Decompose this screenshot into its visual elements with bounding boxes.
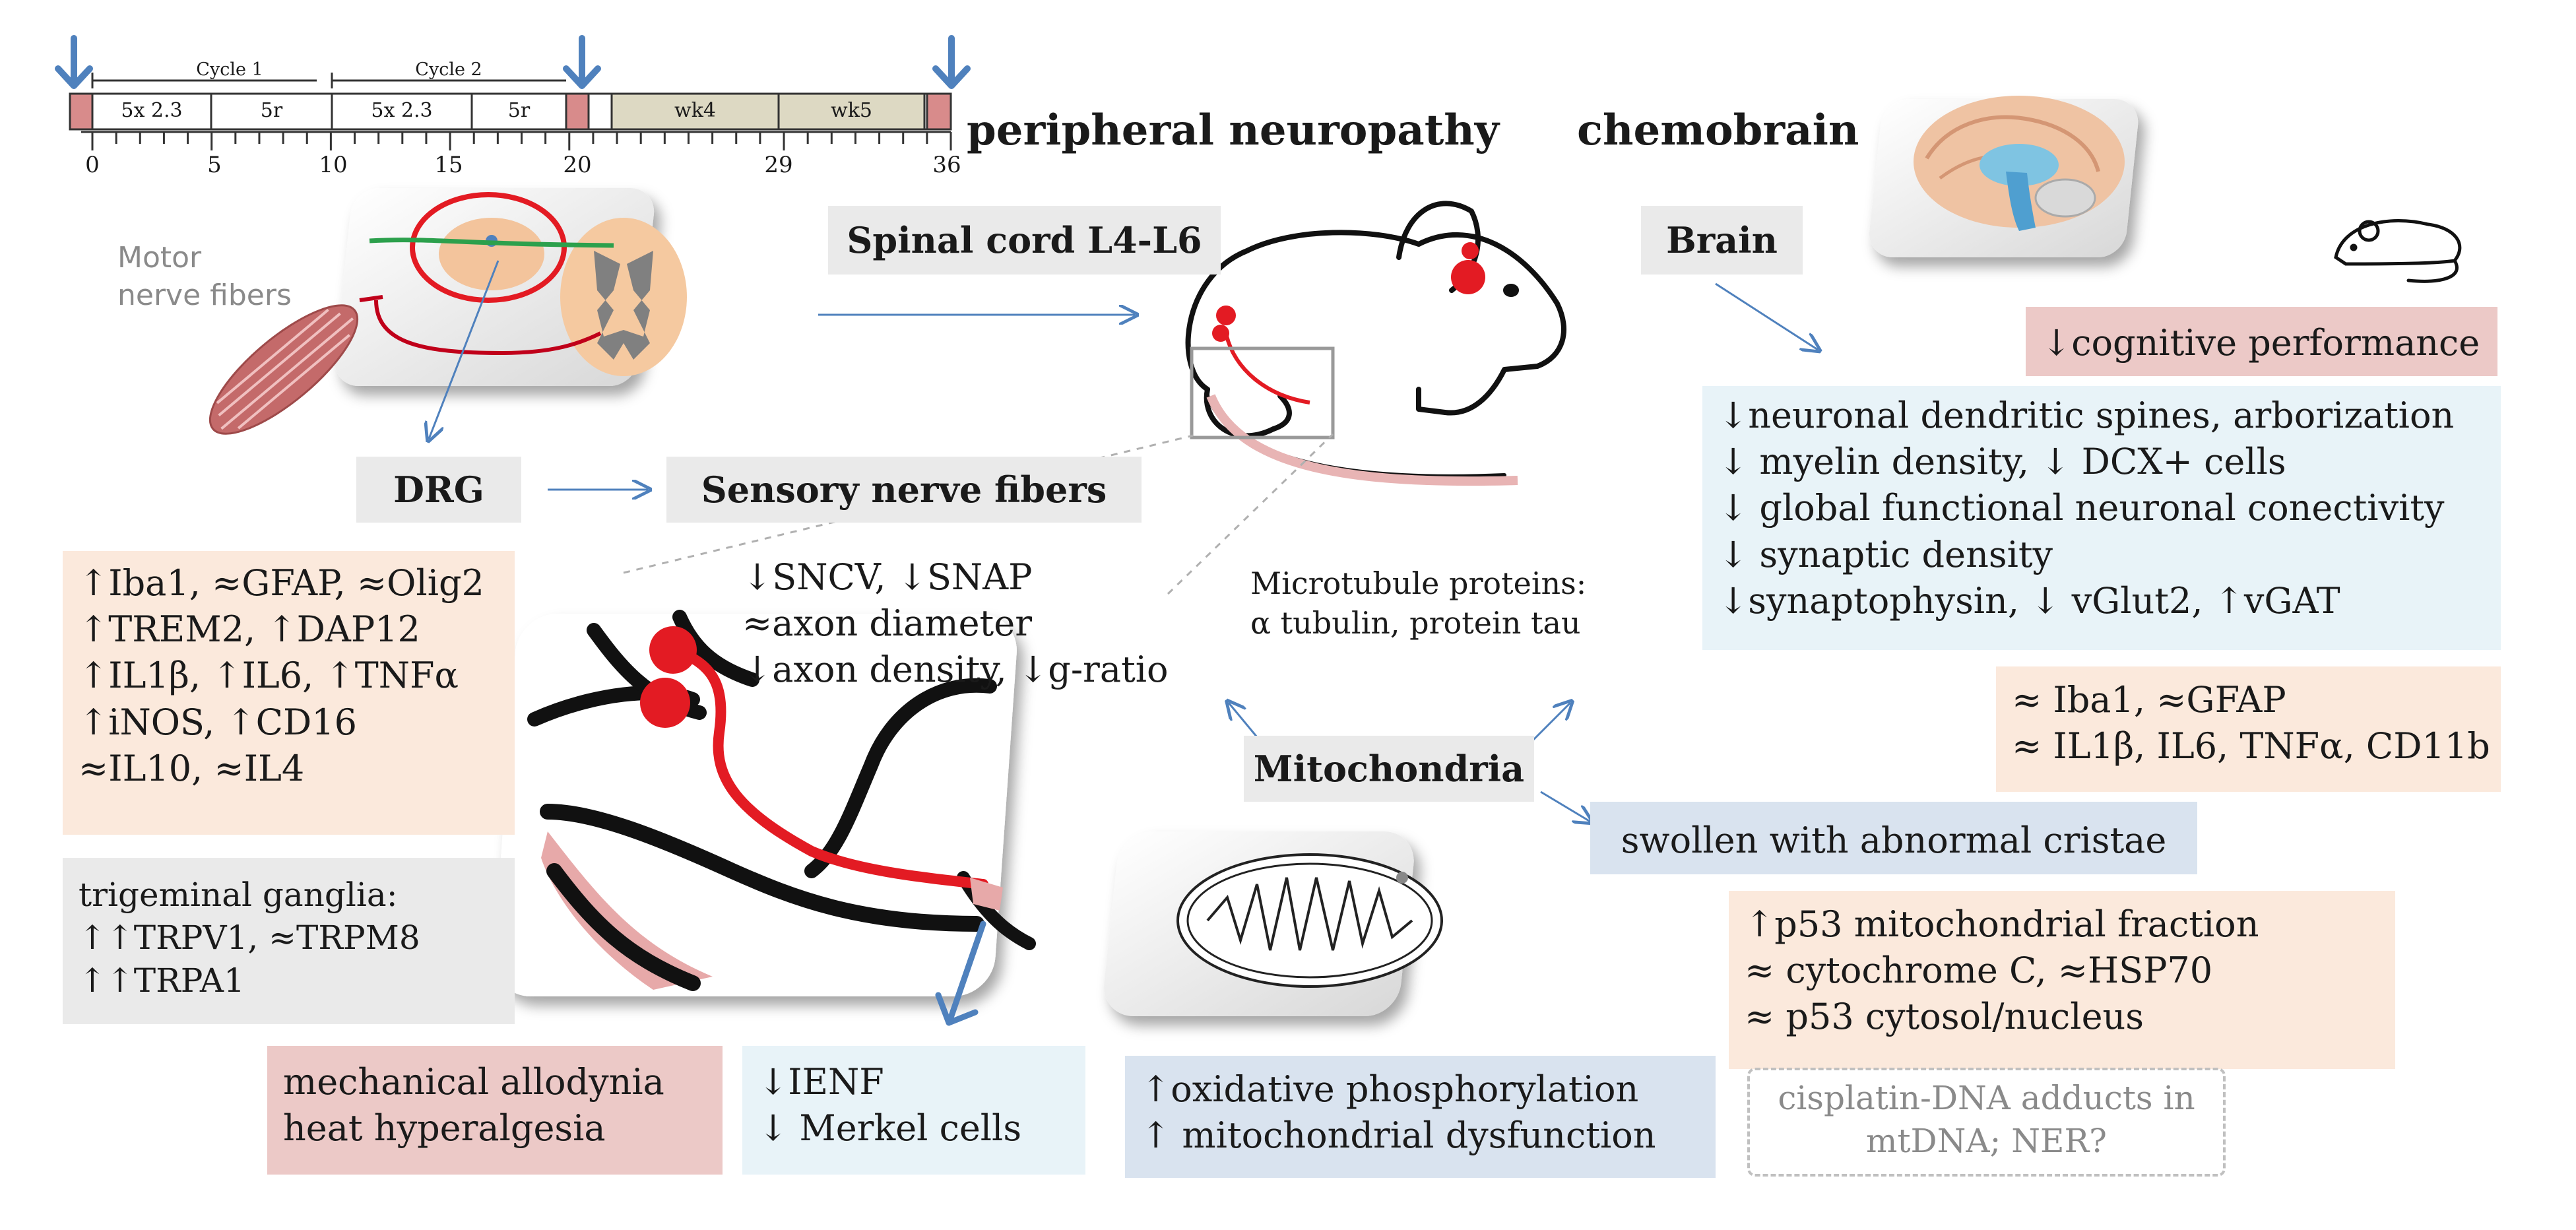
tick-label: 0 bbox=[85, 152, 100, 178]
panel-line: α tubulin, protein tau bbox=[1250, 604, 1581, 641]
p53-panel: ↑p53 mitochondrial fraction ≈ cytochrome… bbox=[1729, 891, 2395, 1069]
panel-line: ↓axon density, ↓g-ratio bbox=[742, 649, 1169, 691]
panel-line: ↓ global functional neuronal conectivity bbox=[1718, 487, 2445, 529]
panel-line: ↓IENF bbox=[758, 1061, 884, 1103]
panel-line: ↑p53 mitochondrial fraction bbox=[1745, 903, 2259, 945]
panel-line: ↑oxidative phosphorylation bbox=[1141, 1068, 1639, 1110]
mitochondria-label: Mitochondria bbox=[1244, 736, 1534, 802]
cycle-1-label: Cycle 1 bbox=[196, 59, 263, 80]
tick-label: 5 bbox=[207, 152, 222, 178]
ienf-panel: ↓IENF ↓ Merkel cells bbox=[742, 1046, 1085, 1175]
behaviour-panel: mechanical allodynia heat hyperalgesia bbox=[267, 1046, 723, 1175]
brain-glia-panel: ≈ Iba1, ≈GFAP ≈ IL1β, IL6, TNFα, CD11b bbox=[1996, 666, 2501, 792]
segment-label: 5r bbox=[507, 99, 531, 122]
tick-label: 20 bbox=[563, 152, 592, 178]
segment-label: wk4 bbox=[674, 99, 716, 122]
cycle-2-label: Cycle 2 bbox=[415, 59, 482, 80]
panel-line: ↓SNCV, ↓SNAP bbox=[742, 556, 1033, 598]
segment-label: 5x 2.3 bbox=[371, 99, 433, 122]
tick-label: 15 bbox=[434, 152, 463, 178]
oxphos-panel: ↑oxidative phosphorylation ↑ mitochondri… bbox=[1125, 1056, 1716, 1178]
panel-line: cisplatin-DNA adducts in bbox=[1778, 1079, 2195, 1117]
panel-line: ↓ synaptic density bbox=[1718, 533, 2053, 575]
segment-label: 5r bbox=[260, 99, 283, 122]
panel-line: ↑TREM2, ↑DAP12 bbox=[79, 608, 420, 651]
panel-line: ↑ mitochondrial dysfunction bbox=[1141, 1115, 1656, 1157]
panel-line: ↑Iba1, ≈GFAP, ≈Olig2 bbox=[79, 562, 484, 604]
peripheral-neuropathy-title: peripheral neuropathy bbox=[967, 106, 1499, 155]
panel-line: ≈ p53 cytosol/nucleus bbox=[1745, 996, 2144, 1038]
panel-line: ≈IL10, ≈IL4 bbox=[79, 747, 305, 789]
panel-line: Microtubule proteins: bbox=[1250, 566, 1587, 601]
spinal-cord-illustration bbox=[209, 188, 687, 435]
panel-line: ↓ myelin density, ↓ DCX+ cells bbox=[1718, 441, 2286, 483]
segment-label: wk5 bbox=[831, 99, 872, 122]
nerve-conduction-findings: ↓SNCV, ↓SNAP ≈axon diameter ↓axon densit… bbox=[742, 554, 1169, 694]
spinal-cord-label: Spinal cord L4-L6 bbox=[828, 206, 1221, 275]
treatment-timeline bbox=[55, 35, 971, 150]
panel-line: heat hyperalgesia bbox=[283, 1107, 606, 1149]
tick-label: 36 bbox=[932, 152, 961, 178]
chemobrain-title: chemobrain bbox=[1577, 106, 1859, 155]
drg-label: DRG bbox=[356, 457, 521, 523]
brain-structural-changes-panel: ↓neuronal dendritic spines, arborization… bbox=[1702, 386, 2501, 650]
tick-label: 29 bbox=[764, 152, 793, 178]
trigeminal-ganglia-panel: trigeminal ganglia: ↑↑TRPV1, ≈TRPM8 ↑↑TR… bbox=[63, 858, 515, 1024]
panel-line: ↓neuronal dendritic spines, arborization bbox=[1718, 395, 2455, 436]
sensory-nerve-fibers-label: Sensory nerve fibers bbox=[666, 457, 1142, 523]
panel-line: ↓ Merkel cells bbox=[758, 1107, 1022, 1149]
motor-label-line: nerve fibers bbox=[117, 278, 292, 313]
panel-line: ↑↑TRPV1, ≈TRPM8 bbox=[79, 919, 420, 957]
panel-line: ≈axon diameter bbox=[742, 602, 1033, 645]
microtubule-proteins-text: Microtubule proteins: α tubulin, protein… bbox=[1250, 564, 1586, 643]
swollen-cristae-panel: swollen with abnormal cristae bbox=[1590, 802, 2197, 874]
cisplatin-dna-adducts-box: cisplatin-DNA adducts in mtDNA; NER? bbox=[1747, 1068, 2226, 1177]
panel-line: ↑iNOS, ↑CD16 bbox=[79, 701, 358, 743]
segment-label: 5x 2.3 bbox=[121, 99, 183, 122]
tick-label: 10 bbox=[319, 152, 348, 178]
panel-line: ≈ Iba1, ≈GFAP bbox=[2012, 679, 2286, 721]
glia-markers-panel: ↑Iba1, ≈GFAP, ≈Olig2 ↑TREM2, ↑DAP12 ↑IL1… bbox=[63, 551, 515, 835]
panel-line: ↑↑TRPA1 bbox=[79, 961, 245, 1000]
panel-line: trigeminal ganglia: bbox=[79, 876, 398, 914]
nerve-zoom-illustration bbox=[494, 610, 1036, 996]
brain-label: Brain bbox=[1641, 206, 1803, 275]
panel-line: ≈ cytochrome C, ≈HSP70 bbox=[1745, 950, 2213, 992]
panel-line: mtDNA; NER? bbox=[1866, 1122, 2107, 1160]
mitochondria-illustration bbox=[1104, 831, 1443, 1016]
panel-line: mechanical allodynia bbox=[283, 1061, 664, 1103]
brain-illustration bbox=[1869, 96, 2139, 257]
motor-nerve-fibers-label: Motor nerve fibers bbox=[117, 239, 292, 314]
panel-line: ↓synaptophysin, ↓ vGlut2, ↑vGAT bbox=[1718, 579, 2340, 622]
cognitive-performance-panel: ↓cognitive performance bbox=[2026, 307, 2497, 376]
panel-line: ↑IL1β, ↑IL6, ↑TNFα bbox=[79, 655, 459, 697]
panel-line: ≈ IL1β, IL6, TNFα, CD11b bbox=[2012, 725, 2490, 767]
motor-label-line: Motor bbox=[117, 241, 202, 275]
small-mouse-icon bbox=[2334, 219, 2462, 283]
